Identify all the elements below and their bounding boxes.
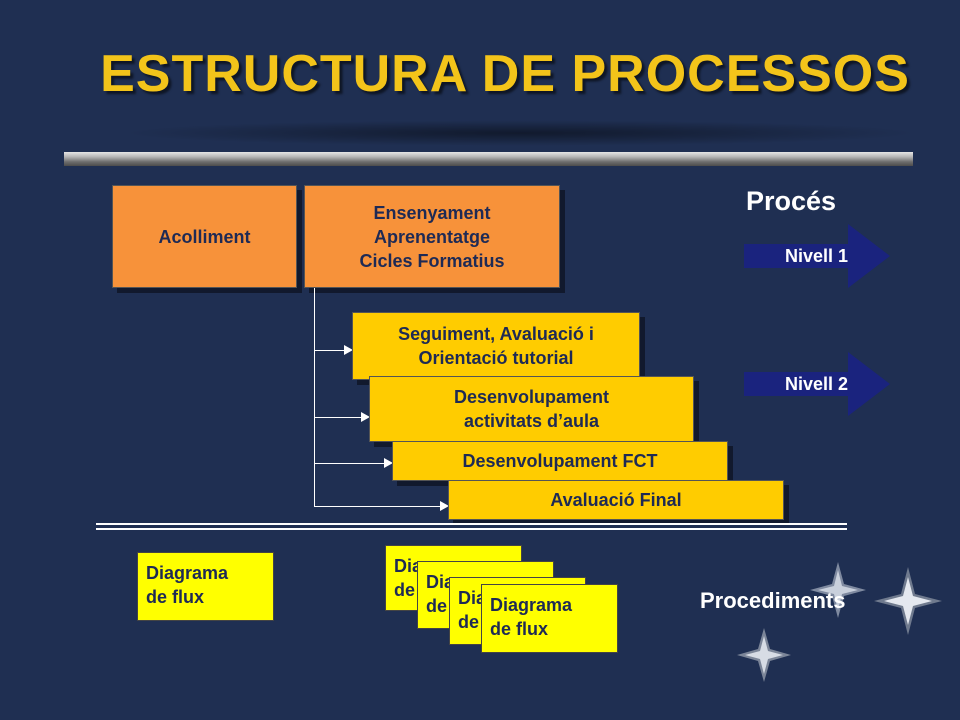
box-desenvolupament-activitats: Desenvolupament activitats d’aula bbox=[369, 376, 694, 442]
flow-stack-4-line-2: de flux bbox=[490, 619, 549, 639]
tree-connector-2 bbox=[314, 417, 361, 418]
title-shadow bbox=[120, 120, 920, 146]
box-fct-label: Desenvolupament FCT bbox=[462, 451, 658, 471]
section-divider-bottom bbox=[96, 528, 847, 530]
flow-diagram-single: Diagrama de flux bbox=[137, 552, 274, 621]
box-seguiment: Seguiment, Avaluació i Orientació tutori… bbox=[352, 312, 640, 380]
tree-connector-4 bbox=[314, 506, 440, 507]
title-underline-bar bbox=[64, 152, 913, 166]
tree-connector-3 bbox=[314, 463, 384, 464]
box-acolliment-label: Acolliment bbox=[158, 226, 251, 247]
box-ensenyament-line-1: Ensenyament bbox=[373, 202, 491, 223]
flow-single-line-1: Diagrama bbox=[146, 563, 229, 583]
nivell-2-arrow-shape bbox=[744, 352, 890, 416]
page-title: ESTRUCTURA DE PROCESSOS bbox=[100, 45, 910, 103]
box-avaluacio-label: Avaluació Final bbox=[550, 490, 682, 510]
nivell-1-label: Nivell 1 bbox=[784, 246, 848, 266]
star-icon bbox=[810, 562, 866, 618]
nivell-1-arrow-shape bbox=[744, 224, 890, 288]
section-divider-top bbox=[96, 523, 847, 525]
flow-diagram-stack-4: Diagrama de flux bbox=[481, 584, 618, 653]
tree-arrowhead-4 bbox=[440, 501, 449, 511]
flow-stack-4-line-1: Diagrama bbox=[490, 595, 573, 615]
box-avaluacio-final: Avaluació Final bbox=[448, 480, 784, 520]
proces-label: Procés bbox=[746, 186, 837, 216]
box-seguiment-line-1: Seguiment, Avaluació i bbox=[398, 324, 594, 344]
nivell-2-label: Nivell 2 bbox=[784, 374, 848, 394]
box-activitats-line-1: Desenvolupament bbox=[453, 387, 610, 407]
tree-arrowhead-1 bbox=[344, 345, 353, 355]
tree-connector-1 bbox=[314, 350, 344, 351]
box-ensenyament-line-2: Aprenentatge bbox=[373, 226, 490, 247]
box-ensenyament-line-3: Cicles Formatius bbox=[359, 250, 505, 271]
nivell-1-arrow: Nivell 1 bbox=[744, 224, 890, 288]
box-acolliment: Acolliment bbox=[112, 185, 297, 288]
tree-arrowhead-2 bbox=[361, 412, 370, 422]
tree-arrowhead-3 bbox=[384, 458, 393, 468]
box-activitats-line-2: activitats d’aula bbox=[463, 411, 600, 431]
nivell-2-arrow: Nivell 2 bbox=[744, 352, 890, 416]
star-icon bbox=[874, 567, 942, 635]
procediments-label: Procediments bbox=[700, 588, 846, 613]
box-ensenyament: Ensenyament Aprenentatge Cicles Formatiu… bbox=[304, 185, 560, 288]
box-desenvolupament-fct: Desenvolupament FCT bbox=[392, 441, 728, 481]
star-icon bbox=[737, 628, 791, 682]
flow-single-line-2: de flux bbox=[146, 587, 205, 607]
tree-connector-vertical bbox=[314, 288, 315, 507]
box-seguiment-line-2: Orientació tutorial bbox=[418, 348, 574, 368]
